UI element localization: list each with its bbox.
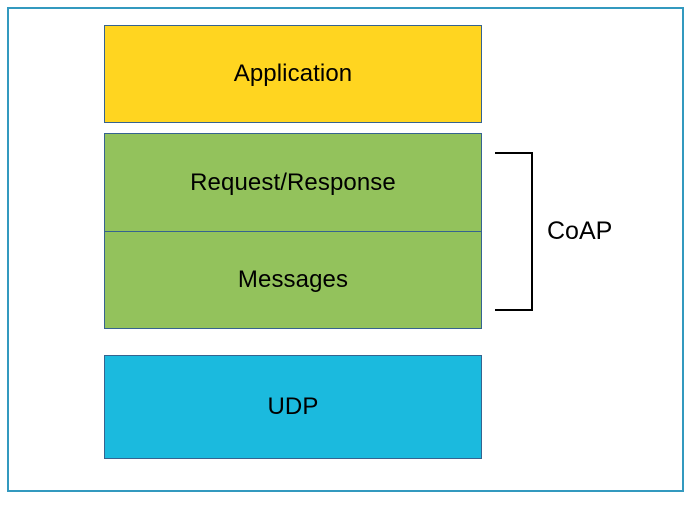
page-frame-border bbox=[7, 7, 684, 492]
layer-box-application[interactable]: Application bbox=[104, 25, 482, 123]
layer-label-application: Application bbox=[233, 60, 353, 87]
layer-box-udp[interactable]: UDP bbox=[104, 355, 482, 459]
layer-label-request-response: Request/Response bbox=[190, 168, 396, 196]
layer-label-messages: Messages bbox=[237, 266, 349, 293]
coap-group-label: CoAP bbox=[547, 217, 613, 245]
layer-box-messages[interactable]: Messages bbox=[104, 231, 482, 329]
layer-label-udp: UDP bbox=[267, 393, 319, 420]
coap-group-bracket bbox=[495, 152, 533, 311]
layer-box-request-response[interactable]: Request/Response bbox=[104, 133, 482, 232]
